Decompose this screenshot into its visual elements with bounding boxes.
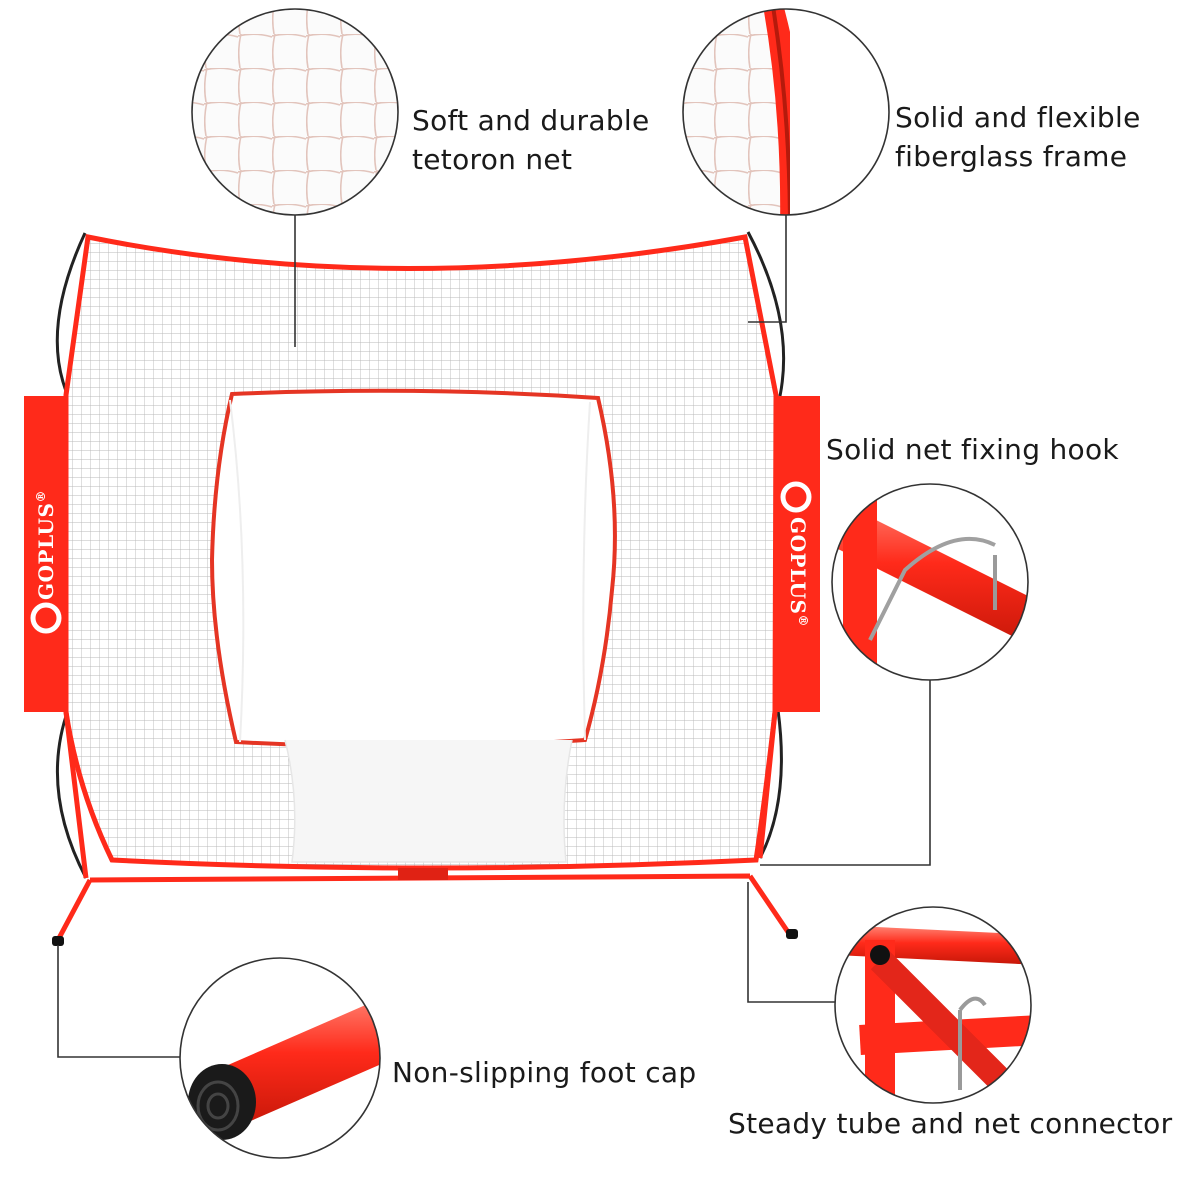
detail-circle-net (191, 8, 399, 216)
feature-label-connector: Steady tube and net connector (728, 1107, 1173, 1140)
brand-mark-right: ® (796, 614, 810, 627)
feature-label-hook: Solid net fixing hook (826, 433, 1119, 466)
callout-line-hook (760, 680, 931, 866)
brand-logo-right: GOPLUS® (786, 517, 810, 627)
detail-circle-hook (831, 483, 1029, 681)
brand-name-left: GOPLUS (34, 502, 58, 600)
brand-mark-left: ® (34, 490, 48, 503)
left-pole (55, 232, 88, 879)
right-pole (746, 231, 786, 859)
detail-circle-connector (834, 906, 1032, 1104)
detail-circle-frame (682, 8, 890, 216)
feature-label-net: Soft and durable tetoron net (412, 104, 650, 176)
callout-line-frame (748, 215, 787, 323)
feature-label-frame: Solid and flexible fiberglass frame (895, 101, 1141, 173)
brand-name-right: GOPLUS (786, 517, 810, 615)
callout-lines (57, 215, 931, 1058)
strike-zone-pocket (209, 388, 617, 749)
batting-net (24, 231, 820, 946)
callout-line-foot (57, 945, 180, 1058)
callout-line-connector (747, 882, 835, 1003)
right-sleeve (776, 396, 820, 712)
left-sleeve (24, 396, 68, 712)
detail-circle-foot-cap (179, 957, 381, 1159)
brand-logo-left: GOPLUS® (34, 490, 58, 600)
feature-label-foot-cap: Non-slipping foot cap (392, 1056, 697, 1089)
